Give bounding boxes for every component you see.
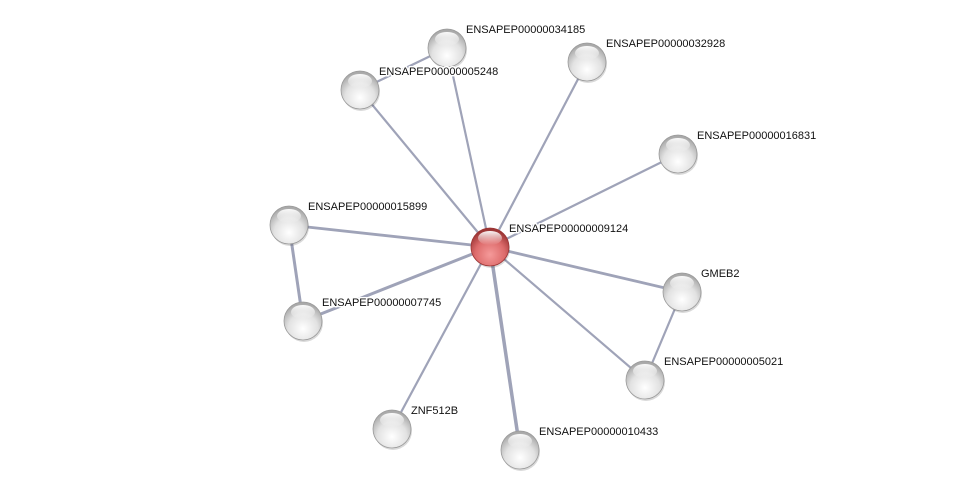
node-ENSAPEP00000034185[interactable]: ENSAPEP00000034185: [427, 23, 587, 69]
edge-ENSAPEP00000009124-ENSAPEP00000010433[interactable]: [488, 246, 522, 451]
node-label[interactable]: ENSAPEP00000009124: [508, 222, 630, 237]
edge-ENSAPEP00000009124-ENSAPEP00000005021[interactable]: [489, 246, 646, 381]
node-label[interactable]: ENSAPEP00000005021: [663, 355, 785, 370]
node-ENSAPEP00000007745[interactable]: ENSAPEP00000007745: [283, 296, 443, 342]
node-highlight: [291, 305, 315, 319]
node-ENSAPEP00000032928[interactable]: ENSAPEP00000032928: [567, 37, 727, 83]
node-label[interactable]: ENSAPEP00000032928: [605, 37, 727, 52]
node-ENSAPEP00000009124[interactable]: ENSAPEP00000009124: [470, 222, 630, 268]
node-highlight: [478, 231, 502, 245]
node-highlight: [348, 74, 372, 88]
node-ZNF512B[interactable]: ZNF512B: [372, 404, 460, 450]
node-label[interactable]: ENSAPEP00000015899: [307, 200, 429, 215]
edge-ENSAPEP00000009124-ENSAPEP00000015899[interactable]: [288, 223, 491, 249]
node-label[interactable]: ENSAPEP00000016831: [696, 129, 818, 144]
node-GMEB2[interactable]: GMEB2: [662, 267, 742, 313]
node-label[interactable]: ENSAPEP00000005248: [378, 65, 500, 80]
node-highlight: [277, 209, 301, 223]
node-highlight: [380, 413, 404, 427]
node-highlight: [435, 32, 459, 46]
node-label[interactable]: ENSAPEP00000034185: [465, 23, 587, 38]
node-label[interactable]: ENSAPEP00000010433: [538, 425, 660, 440]
node-highlight: [575, 46, 599, 60]
node-label[interactable]: ZNF512B: [410, 404, 460, 419]
edge-ENSAPEP00000009124-ENSAPEP00000032928[interactable]: [489, 61, 588, 248]
node-label[interactable]: ENSAPEP00000007745: [321, 296, 443, 311]
node-ENSAPEP00000015899[interactable]: ENSAPEP00000015899: [269, 200, 429, 246]
node-ENSAPEP00000010433[interactable]: ENSAPEP00000010433: [500, 425, 660, 471]
node-highlight: [666, 138, 690, 152]
edge-ENSAPEP00000009124-ZNF512B[interactable]: [391, 246, 491, 430]
node-highlight: [508, 434, 532, 448]
edge-ENSAPEP00000009124-ENSAPEP00000007745[interactable]: [302, 245, 491, 323]
node-ENSAPEP00000016831[interactable]: ENSAPEP00000016831: [658, 129, 818, 175]
node-highlight: [670, 276, 694, 290]
node-highlight: [633, 364, 657, 378]
edge-ENSAPEP00000009124-GMEB2[interactable]: [489, 245, 683, 294]
node-ENSAPEP00000005021[interactable]: ENSAPEP00000005021: [625, 355, 785, 401]
edge-ENSAPEP00000009124-ENSAPEP00000005248[interactable]: [359, 89, 491, 248]
node-ENSAPEP00000005248[interactable]: ENSAPEP00000005248: [340, 65, 500, 111]
edge-ENSAPEP00000009124-ENSAPEP00000034185[interactable]: [445, 47, 492, 248]
edge-ENSAPEP00000009124-ENSAPEP00000016831[interactable]: [489, 153, 679, 248]
node-label[interactable]: GMEB2: [700, 267, 742, 282]
